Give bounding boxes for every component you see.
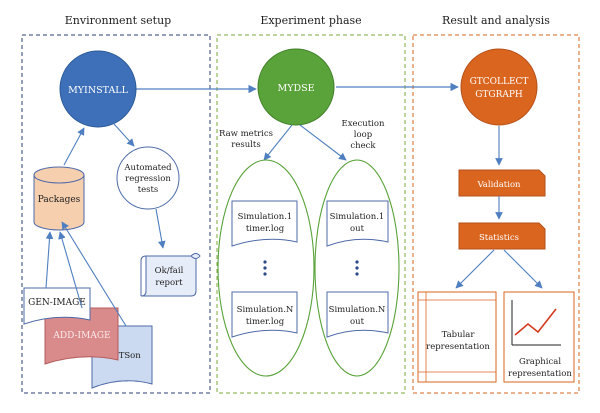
arrow-cotson-packages [61,221,127,327]
okfail-label-1: Ok/fail [155,266,184,276]
regression-label-1: Automated [123,163,172,173]
simN-timer-document [231,291,298,338]
validation-box [458,169,546,197]
experiment-frame [216,34,406,394]
arrow-statistics-tabular [455,249,495,289]
arrow-gen-image-packages [45,231,54,289]
graphical-label-1: Graphical [519,357,561,367]
gtcollect-node [460,48,538,126]
regression-label-2: regression [125,174,171,184]
packages-label: Packages [38,195,81,205]
graphical-representation-box [503,291,575,383]
gen-image-label: GEN-IMAGE [28,298,86,308]
tabular-label-2: representation [426,342,490,352]
arrow-add-image-packages [58,231,83,309]
myinstall-label: MYINSTALL [68,85,129,96]
arrow-regression-okfail [155,208,166,249]
mini-chart-line [514,308,557,336]
simN-out-document [326,291,389,338]
statistics-box [458,222,546,250]
timer-ellipsis-dots [263,260,267,276]
section-environment-setup: Environment setup [65,14,171,27]
arrow-packages-myinstall [63,127,85,166]
gtcollect-label-1: GTCOLLECT [470,77,529,87]
mydse-label: MYDSE [277,83,314,94]
myinstall-node [59,50,137,128]
out-ellipse [314,159,400,377]
sim1-timer-document [231,200,298,247]
gtcollect-label-2: GTGRAPH [475,90,523,100]
graphical-label-2: representation [508,369,572,379]
okfail-label-2: report [155,278,183,288]
result-frame [412,34,580,394]
exec-loop-label-1: Execution [342,119,386,129]
sim1-out-label-2: out [350,224,365,234]
mydse-node [257,48,335,126]
statistics-label: Statistics [479,233,519,243]
exec-loop-label-3: check [350,141,376,151]
regression-label-3: tests [138,185,159,195]
add-image-document [44,307,119,365]
exec-loop-label-2: loop [354,130,373,140]
sim1-out-document [326,200,389,247]
add-image-label: ADD-IMAGE [52,331,110,341]
arrow-statistics-graphical [503,249,543,289]
raw-metrics-label-2: results [231,140,260,150]
sim1-timer-label-1: Simulation.1 [238,212,293,222]
arrow-myinstall-regression [113,123,135,147]
section-result-analysis: Result and analysis [442,14,550,27]
validation-label: Validation [476,180,521,190]
tabular-representation-box [417,291,497,383]
okfail-scroll [140,253,201,297]
sim1-timer-label-2: timer.log [246,224,285,234]
packages-cylinder [33,166,85,231]
section-experiment-phase: Experiment phase [260,14,361,27]
arrow-mydse-raw-metrics [263,124,293,161]
environment-frame [21,34,211,394]
mini-chart-axes [511,300,561,346]
raw-metrics-label-1: Raw metrics [219,129,273,139]
cotson-label: COTSon [105,351,141,361]
sim1-out-label-1: Simulation.1 [330,212,385,222]
out-ellipsis-dots [355,260,359,276]
simN-timer-label-1: Simulation.N [237,305,294,315]
timer-log-ellipse [217,159,315,377]
simN-timer-label-2: timer.log [246,317,285,327]
simN-out-label-1: Simulation.N [329,305,386,315]
gen-image-document [23,287,91,325]
arrow-mydse-exec-loop [299,124,347,161]
tabular-label-1: Tabular [442,330,476,340]
regression-tests-node [116,146,180,210]
simN-out-label-2: out [350,317,365,327]
